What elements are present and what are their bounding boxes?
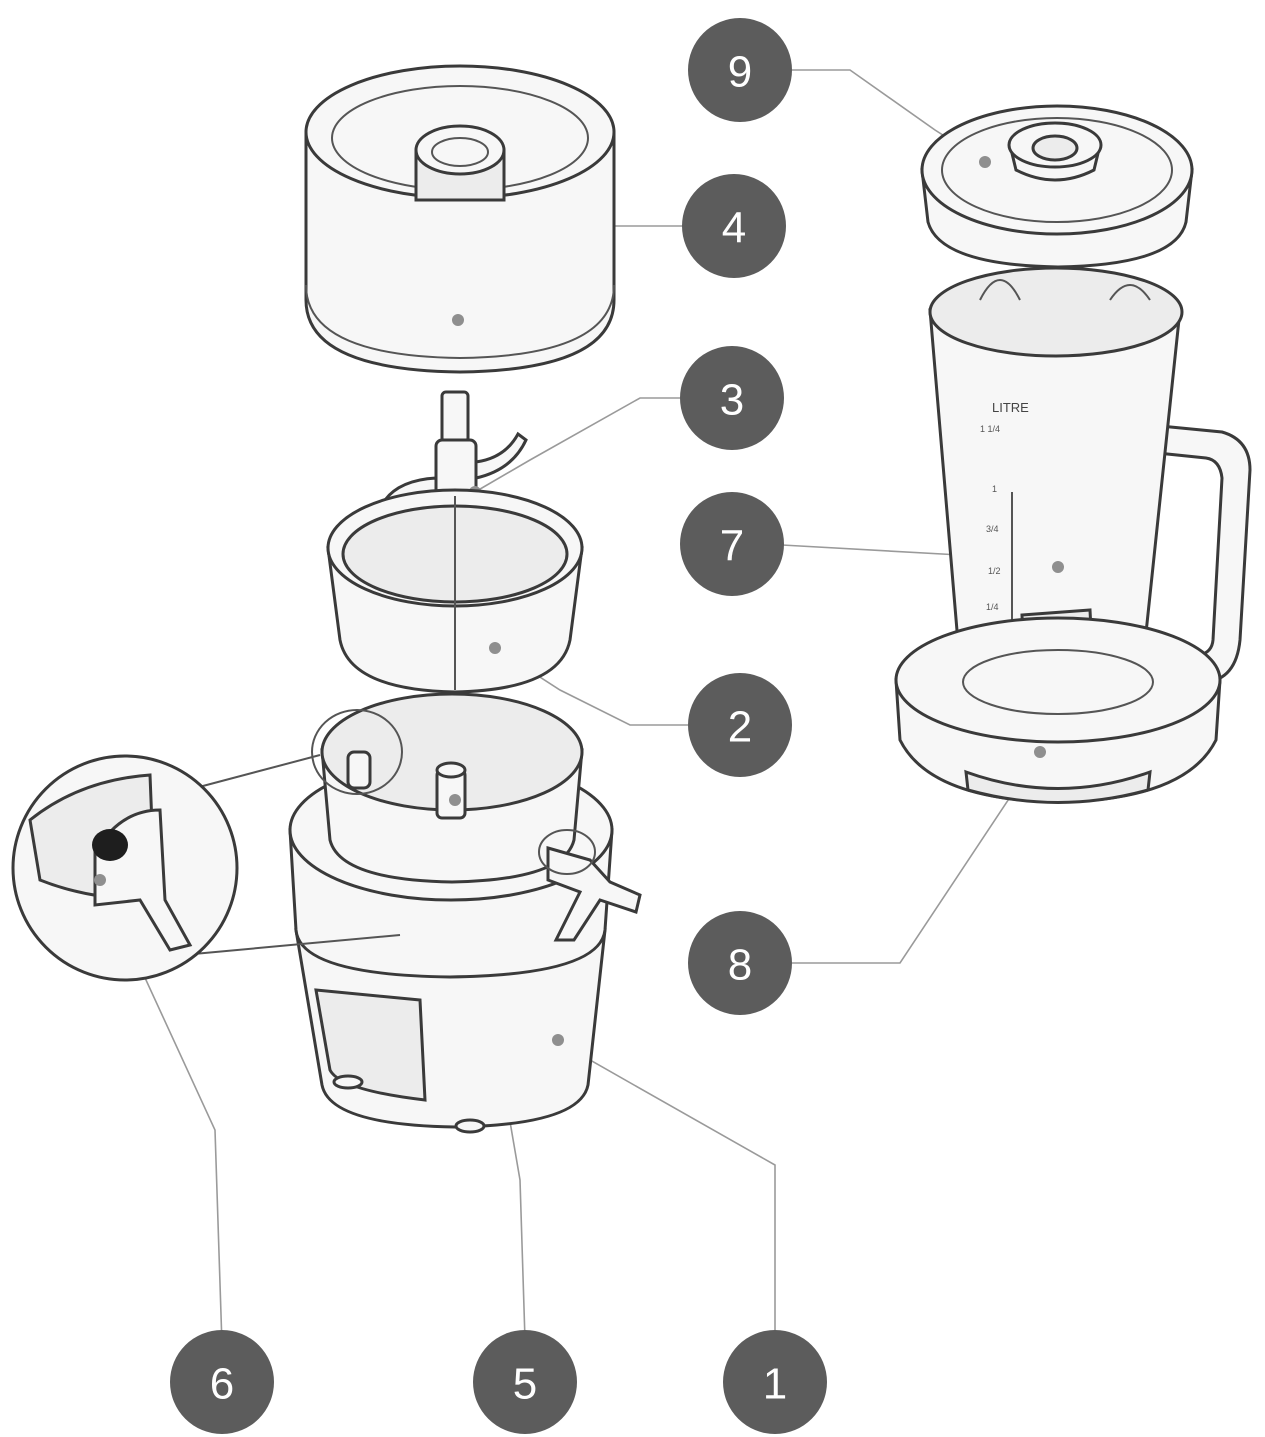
jug-lid — [920, 104, 1194, 269]
leader-1 — [557, 1039, 776, 1340]
jug-scale-5: 1/4 — [986, 602, 999, 612]
chopper-lid — [304, 64, 616, 374]
svg-text:1: 1 — [763, 1360, 787, 1409]
callout-5: 5 — [473, 1330, 577, 1434]
callout-9: 9 — [688, 18, 792, 122]
dot-4 — [452, 314, 464, 326]
svg-text:7: 7 — [720, 522, 744, 571]
leader-3 — [474, 397, 680, 493]
jug-litre-label: LITRE — [992, 400, 1029, 415]
callout-4: 4 — [682, 174, 786, 278]
svg-text:9: 9 — [728, 48, 752, 97]
jug-scale-1: 1 1/4 — [980, 424, 1000, 434]
svg-text:3: 3 — [720, 376, 744, 425]
blender-jug: LITRE 1 1/4 1 3/4 1/2 1/4 — [928, 266, 1252, 712]
drive-shaft — [435, 761, 467, 820]
safety-interlock-zoom — [11, 754, 401, 982]
callout-1: 1 — [723, 1330, 827, 1434]
chopper-bowl — [326, 488, 584, 694]
callout-6: 6 — [170, 1330, 274, 1434]
svg-text:8: 8 — [728, 941, 752, 990]
jug-scale-3: 3/4 — [986, 524, 999, 534]
callout-2: 2 — [688, 673, 792, 777]
leader-8 — [790, 751, 1041, 964]
callout-8: 8 — [688, 911, 792, 1015]
callout-7: 7 — [680, 492, 784, 596]
motor-unit — [288, 692, 642, 1134]
svg-text:2: 2 — [728, 703, 752, 752]
callout-badges: 9 4 3 7 2 8 6 5 1 — [170, 18, 827, 1434]
svg-text:6: 6 — [210, 1360, 234, 1409]
jug-scale-2: 1 — [992, 484, 997, 494]
callout-3: 3 — [680, 346, 784, 450]
svg-text:5: 5 — [513, 1360, 537, 1409]
jug-base — [894, 616, 1222, 804]
svg-text:4: 4 — [722, 204, 746, 253]
jug-scale-4: 1/2 — [988, 566, 1001, 576]
